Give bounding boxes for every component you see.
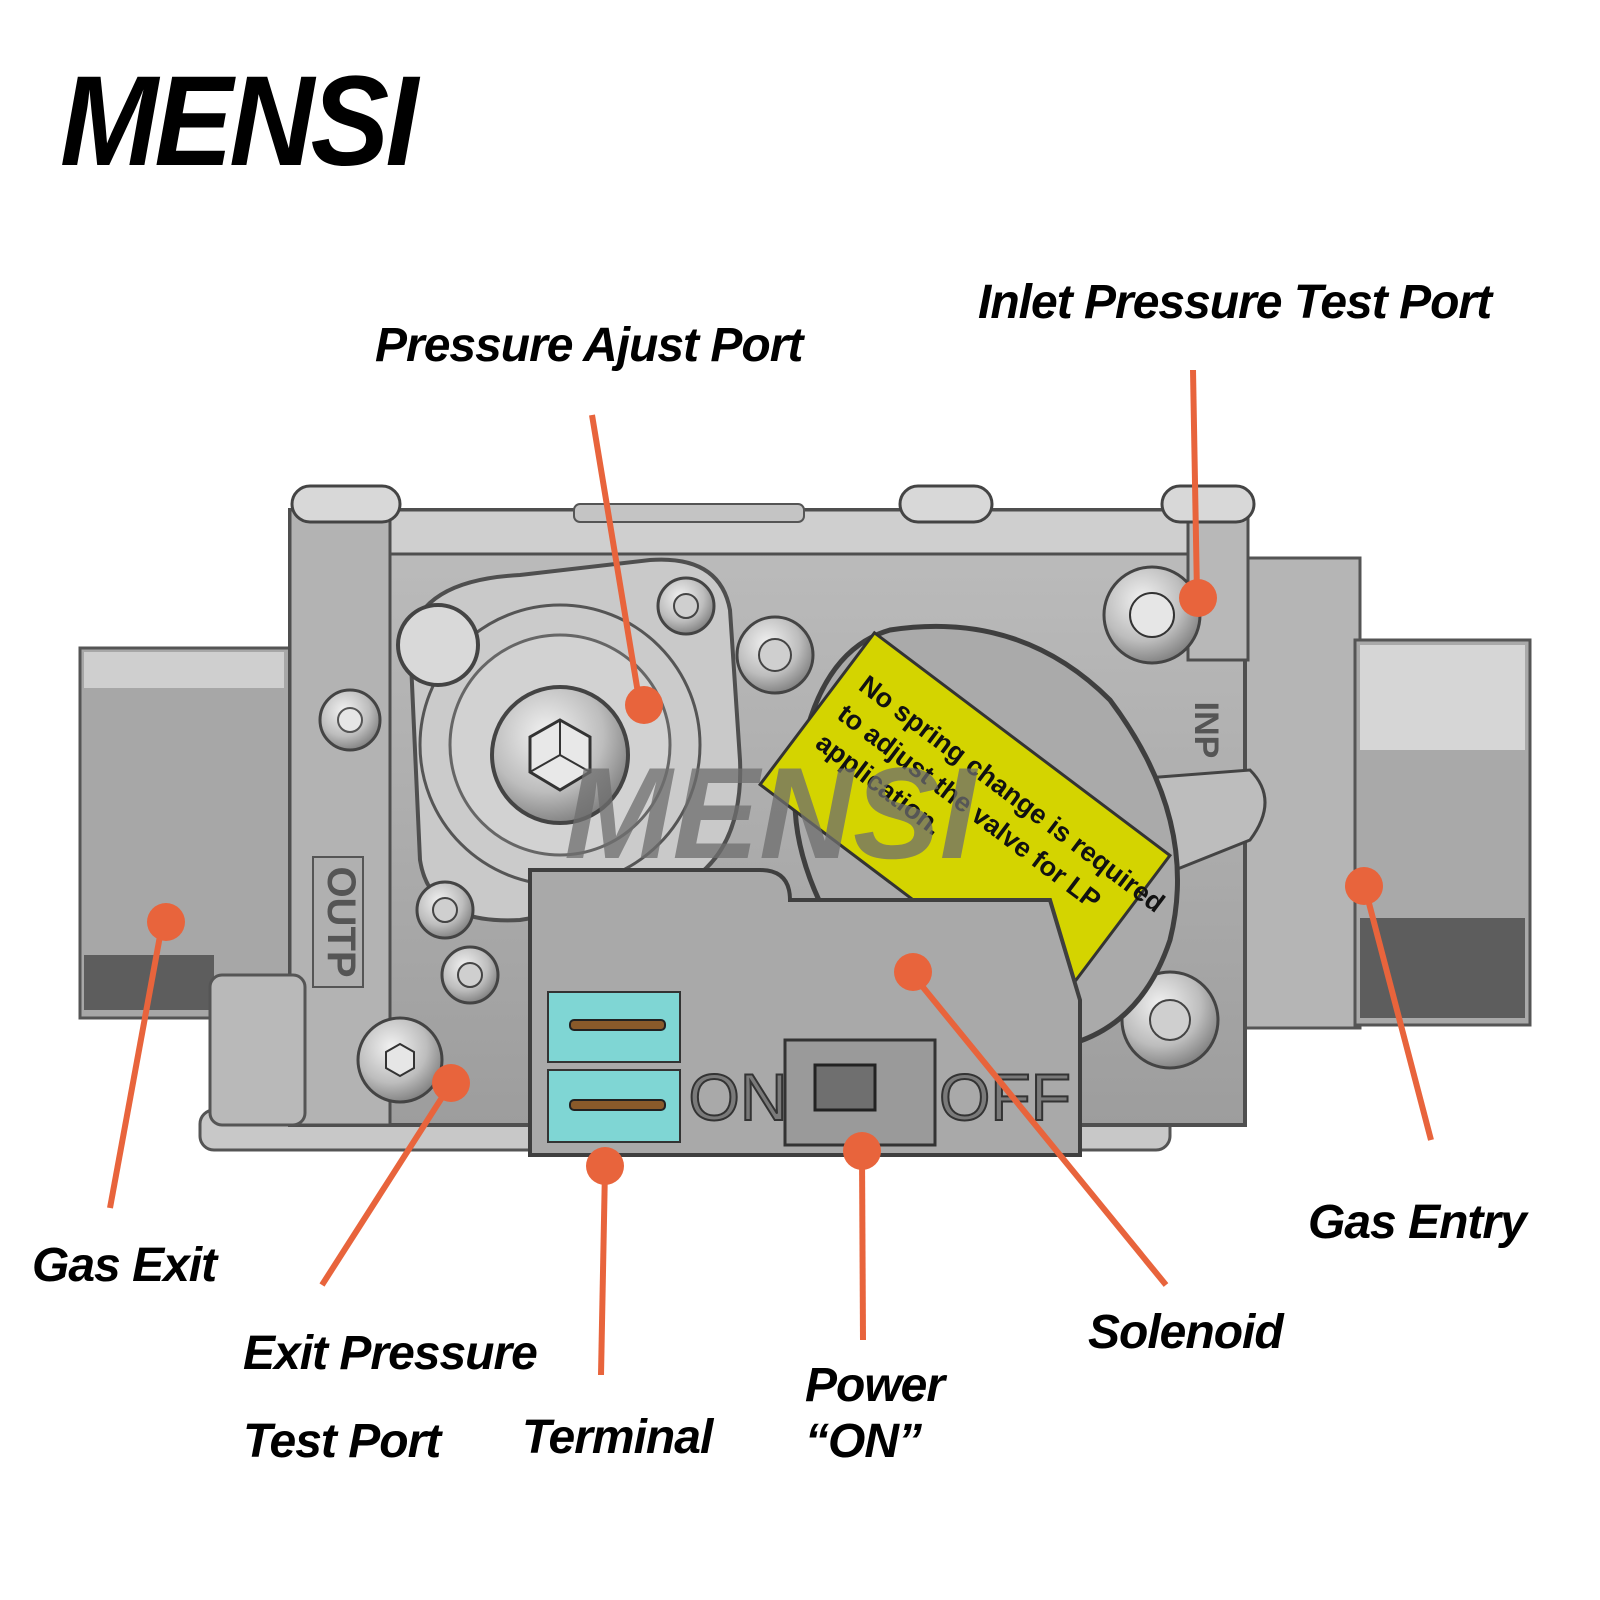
label-gas-exit: Gas Exit (32, 1239, 217, 1292)
outlet-side-details: OUTP (312, 688, 382, 988)
inlet-marking: INP (1187, 702, 1225, 759)
callout-lines (107, 369, 1434, 1376)
callout-dot-terminal (586, 1147, 624, 1185)
outlet-marking: OUTP (319, 866, 363, 977)
top-bolts (290, 484, 1256, 524)
callout-dot-solenoid (894, 953, 932, 991)
brand-logo: MENSI (60, 50, 418, 193)
label-inlet-pressure-test-port: Inlet Pressure Test Port (978, 276, 1492, 329)
label-exit-pressure-line2: Test Port (243, 1415, 441, 1468)
label-power-on: Power “ON” (805, 1358, 945, 1470)
callout-dot-inlet-test (1179, 579, 1217, 617)
callout-line-exit-test (319, 1083, 453, 1287)
label-exit-pressure-line1: Exit Pressure (243, 1327, 538, 1380)
label-exit-pressure-test-port: Exit Pressure Test Port (243, 1310, 538, 1486)
gas-exit-pipe (78, 646, 292, 1020)
label-pressure-adjust-port: Pressure Ajust Port (375, 319, 803, 372)
callout-line-terminal (598, 1167, 608, 1376)
warning-sticker (757, 630, 1173, 1010)
pressure-regulator (396, 557, 743, 923)
label-terminal: Terminal (522, 1411, 713, 1464)
callout-dot-gas-exit (147, 903, 185, 941)
label-power-line1: Power (805, 1359, 945, 1412)
callout-line-power (859, 1154, 866, 1341)
switch-housing: ON OFF (528, 868, 1082, 1157)
screws (356, 565, 1251, 1104)
callout-line-gas-exit (107, 924, 165, 1209)
callout-dots (147, 579, 1383, 1185)
watermark: MENSI (564, 740, 979, 886)
label-power-line2: “ON” (805, 1415, 922, 1468)
switch-off-label: OFF (939, 1060, 1071, 1134)
callout-dot-exit-test (432, 1064, 470, 1102)
callout-dot-gas-entry (1345, 867, 1383, 905)
callout-line-gas-entry (1362, 887, 1434, 1141)
callout-line-solenoid (910, 973, 1169, 1287)
switch-on-label: ON (689, 1060, 788, 1134)
label-solenoid: Solenoid (1088, 1306, 1284, 1359)
callout-line-pressure-adjust (589, 414, 643, 706)
callout-dot-pressure-adjust (625, 686, 663, 724)
callout-line-inlet-test (1190, 369, 1200, 596)
label-gas-entry: Gas Entry (1308, 1196, 1527, 1249)
callout-dot-power (843, 1132, 881, 1170)
